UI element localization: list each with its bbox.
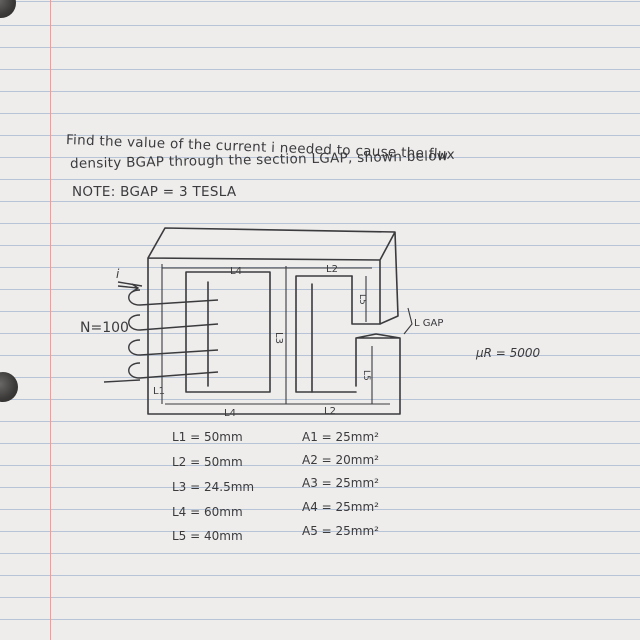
coil-winding <box>103 281 219 383</box>
problem-note: NOTE: BGAP = 3 TESLA <box>72 184 237 200</box>
area-a2: A2 = 20mm² <box>302 453 379 467</box>
punch-hole-middle <box>0 372 18 402</box>
label-l5-upper: L5 <box>357 294 367 305</box>
current-label: i <box>116 267 120 281</box>
gap-label: L GAP <box>414 318 443 329</box>
length-l2: L2 = 50mm <box>172 455 243 469</box>
label-l3-mid: L3 <box>273 332 284 344</box>
label-l5-lower: L5 <box>361 370 371 381</box>
margin-line <box>50 0 51 640</box>
permeability-label: μR = 5000 <box>475 346 541 360</box>
area-a5: A5 = 25mm² <box>302 524 379 538</box>
label-l4-top: L4 <box>230 266 242 277</box>
length-l4: L4 = 60mm <box>172 505 243 519</box>
dimension-lines <box>161 264 413 405</box>
length-l1: L1 = 50mm <box>172 430 243 444</box>
label-l2-bottom: L2 <box>324 406 336 417</box>
length-l3: L3 = 24.5mm <box>172 480 255 494</box>
core-window-right <box>295 275 357 393</box>
area-a1: A1 = 25mm² <box>302 430 379 444</box>
area-a3: A3 = 25mm² <box>302 476 379 490</box>
core-outline <box>147 227 401 415</box>
current-arrow-icon <box>117 283 140 293</box>
turns-label: N=100 <box>80 320 129 336</box>
label-l1-side: L1 <box>153 386 165 397</box>
area-a4: A4 = 25mm² <box>302 500 379 514</box>
label-l2-top: L2 <box>326 264 338 275</box>
label-l4-bottom: L4 <box>224 408 236 419</box>
core-window-left <box>185 271 271 393</box>
length-l5: L5 = 40mm <box>172 529 243 543</box>
